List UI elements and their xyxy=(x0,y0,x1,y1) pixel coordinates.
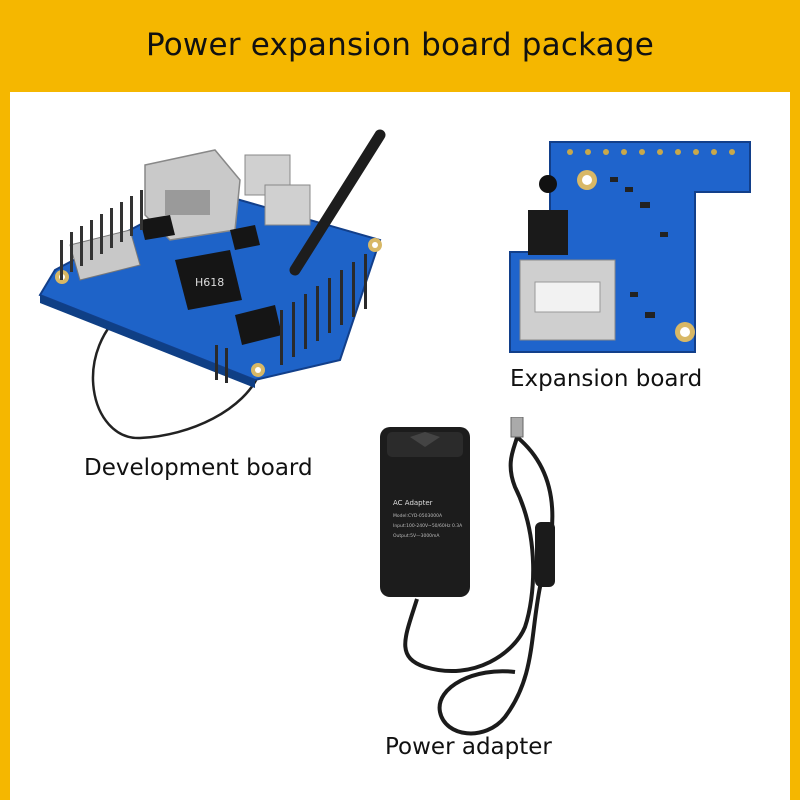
adapter-input: Input:100-240V~50/60Hz 0.3A xyxy=(393,523,463,529)
development-board-label: Development board xyxy=(84,455,313,481)
adapter-title: AC Adapter xyxy=(393,499,433,507)
adapter-model: Model:CYD-0503000A xyxy=(393,513,443,519)
power-adapter-label: Power adapter xyxy=(385,734,552,760)
expansion-board-label: Expansion board xyxy=(510,366,703,392)
chip-label: H618 xyxy=(195,276,224,289)
page-title: Power expansion board package xyxy=(145,27,655,63)
expansion-board-image xyxy=(509,141,751,353)
content-panel: H618 xyxy=(10,92,790,800)
power-adapter-image: AC Adapter Model:CYD-0503000A Input:100-… xyxy=(380,417,555,736)
development-board-image: H618 xyxy=(38,129,386,440)
adapter-output: Output:5V—3000mA xyxy=(393,533,440,539)
title-banner: Power expansion board package xyxy=(0,0,800,92)
